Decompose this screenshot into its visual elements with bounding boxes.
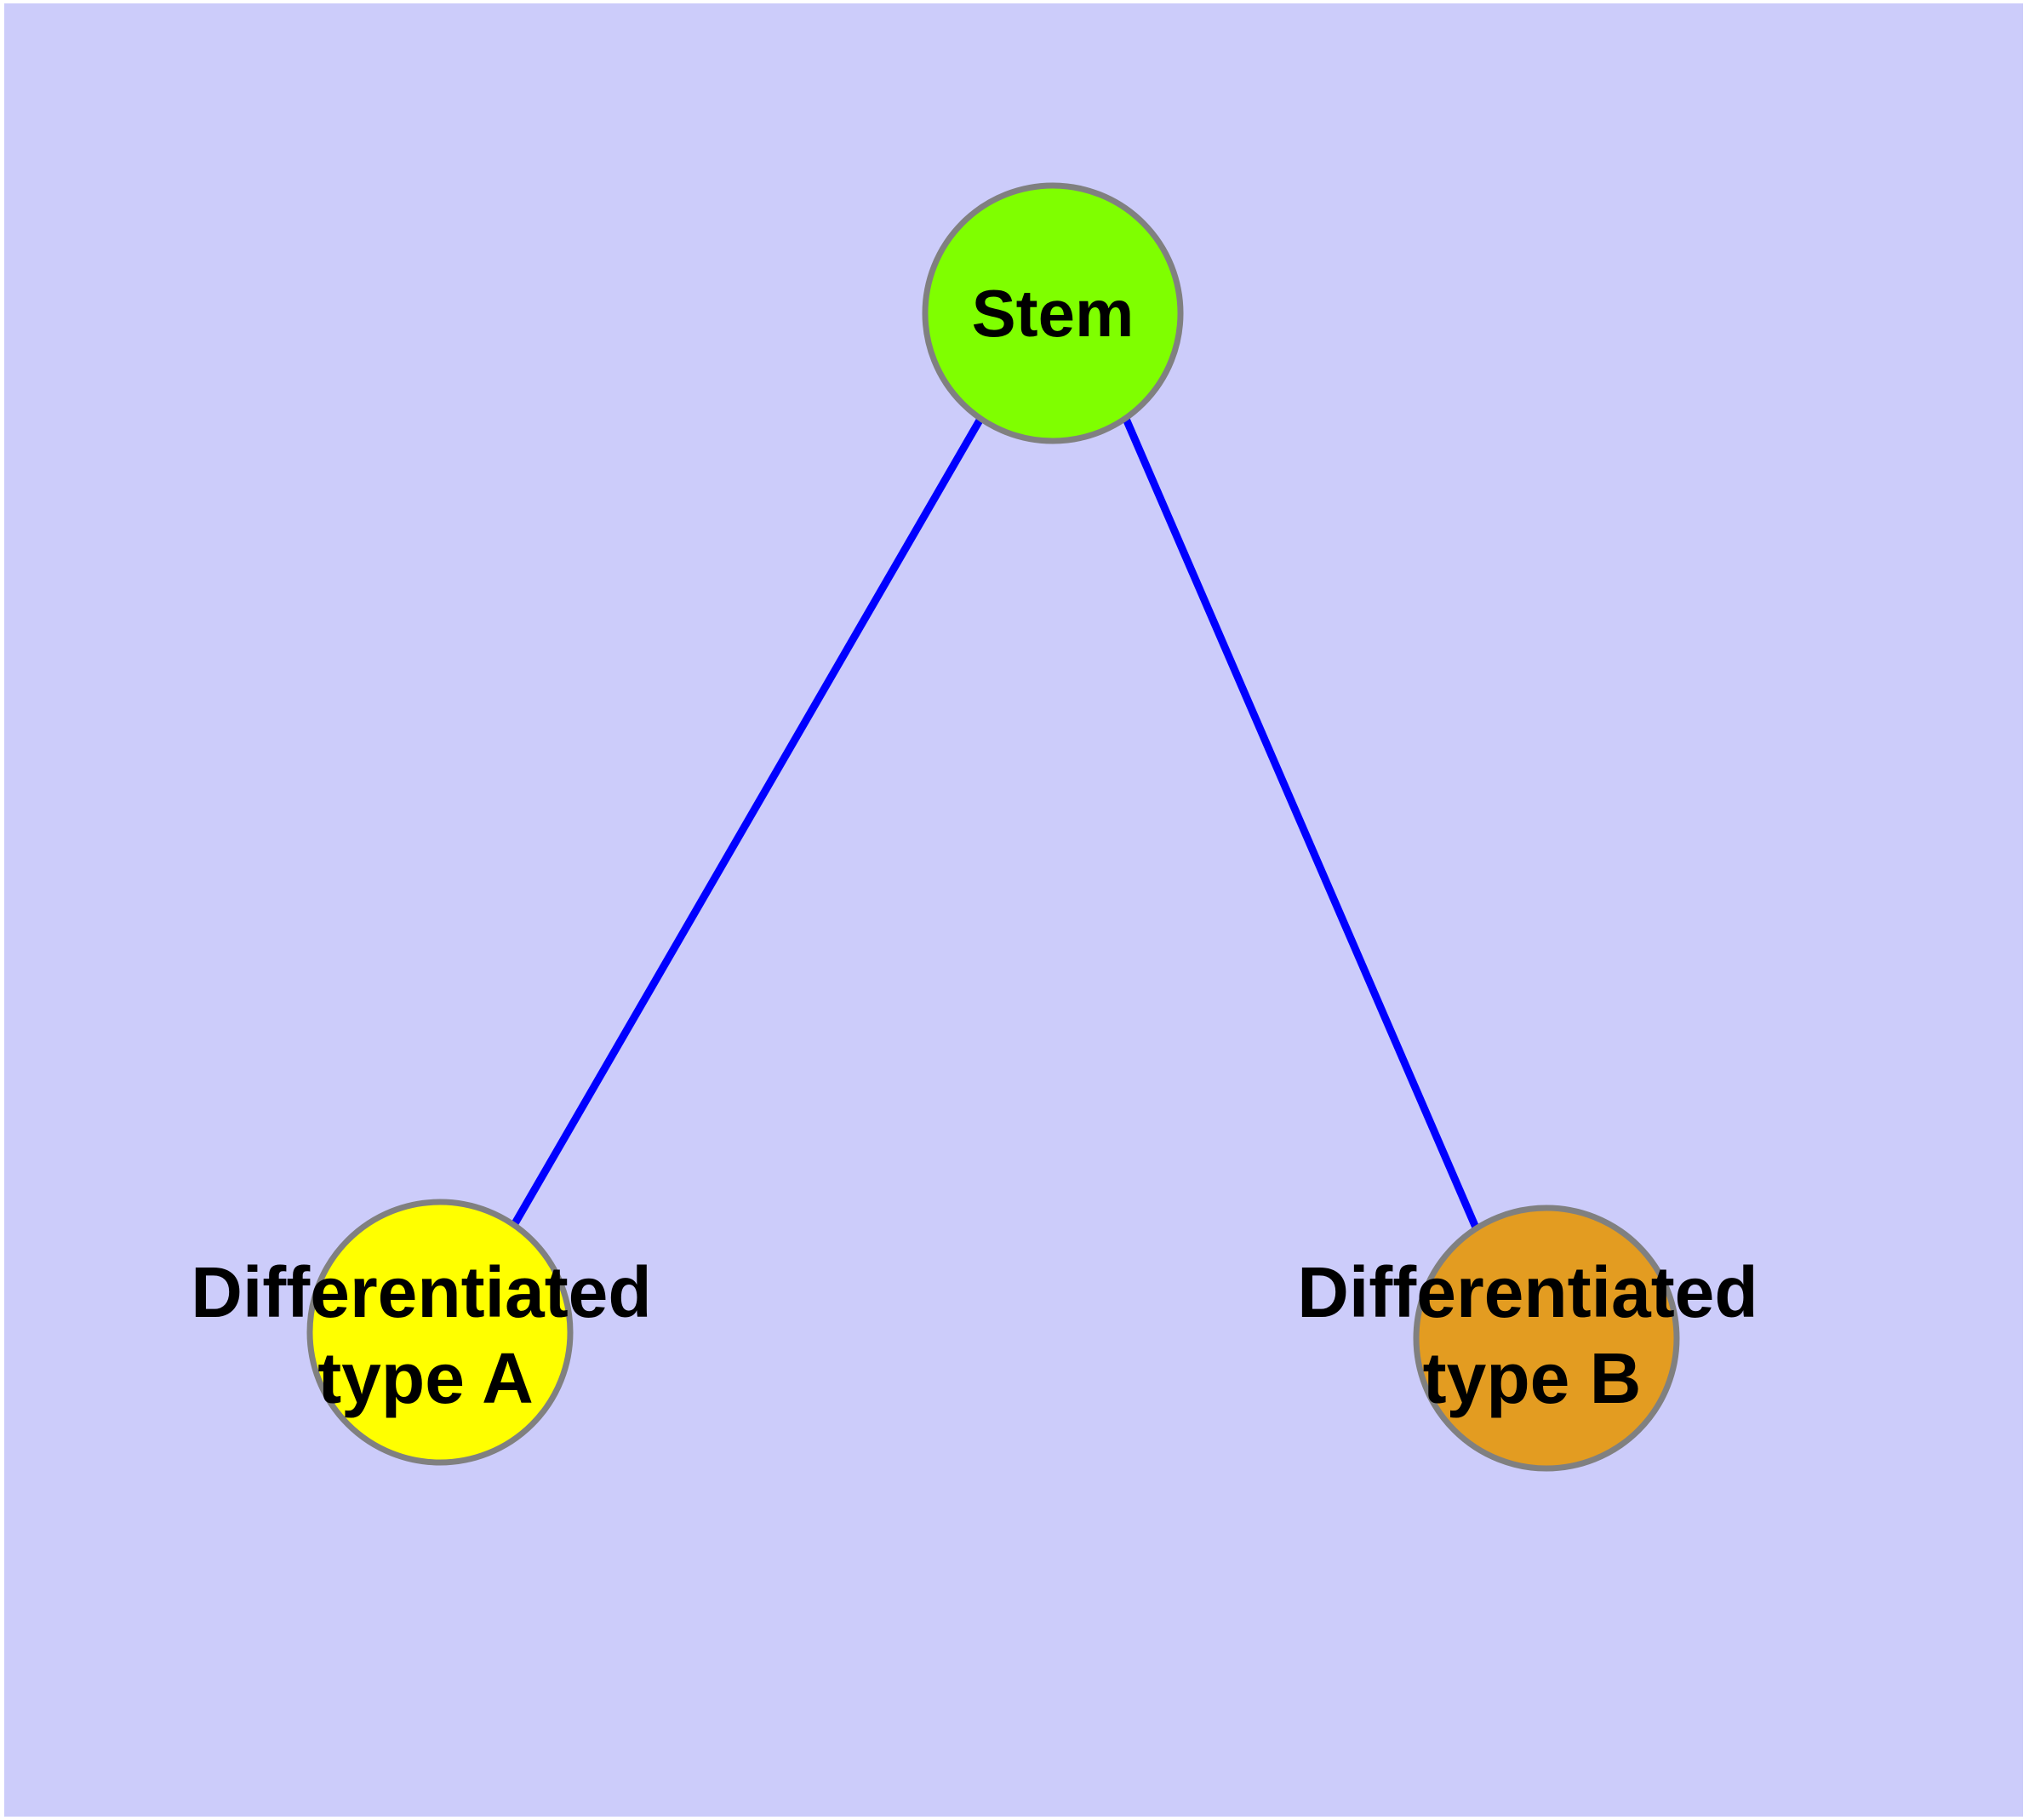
node-label-diff-b-line2: type B	[1423, 1338, 1642, 1418]
node-layer	[306, 182, 1680, 1472]
label-layer: Stem Differentiated type A Differentiate…	[191, 276, 1758, 1418]
node-diff-a[interactable]	[306, 1199, 574, 1466]
node-label-stem: Stem	[972, 276, 1135, 351]
node-label-diff-a-line2: type A	[317, 1338, 534, 1418]
node-stem[interactable]	[922, 182, 1184, 444]
edge-layer	[511, 416, 1480, 1229]
node-label-diff-a-line1: Differentiated	[191, 1252, 651, 1332]
edge-stem-to-diff-b[interactable]	[1122, 417, 1480, 1229]
node-label-diff-b-line1: Differentiated	[1297, 1252, 1758, 1332]
node-diff-b[interactable]	[1413, 1205, 1680, 1472]
edge-stem-to-diff-a[interactable]	[511, 416, 984, 1228]
